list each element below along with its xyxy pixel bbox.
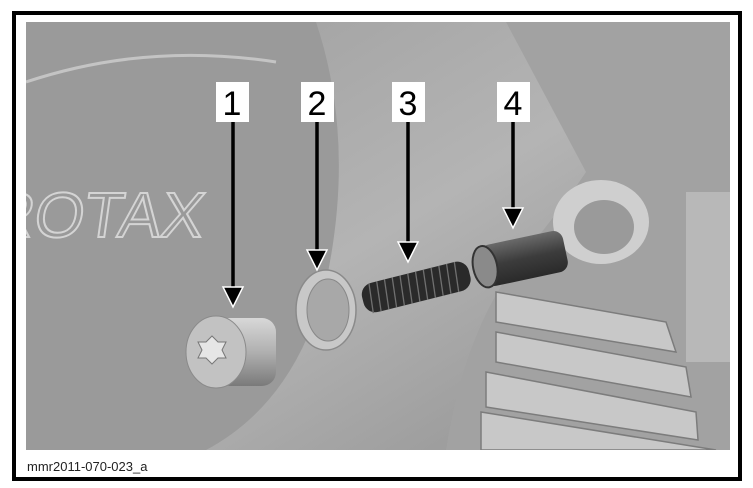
callout-1: 1 — [216, 82, 249, 309]
callout-label: 2 — [308, 85, 327, 123]
spring-part — [361, 261, 471, 314]
bolt-part — [185, 315, 276, 389]
figure-frame: ROTAX — [12, 11, 742, 481]
engine-illustration: ROTAX — [26, 22, 730, 450]
callout-4: 4 — [497, 82, 530, 230]
callout-3: 3 — [392, 82, 425, 264]
figure-caption: mmr2011-070-023_a — [27, 459, 148, 474]
callout-label: 3 — [399, 85, 418, 123]
callout-label: 4 — [504, 85, 523, 123]
cooling-fins — [480, 291, 717, 450]
callout-label: 1 — [223, 85, 242, 123]
washer-part — [295, 269, 357, 351]
logo-lettering: ROTAX — [26, 179, 210, 251]
callout-2: 2 — [301, 82, 334, 272]
sleeve-part — [471, 230, 568, 289]
